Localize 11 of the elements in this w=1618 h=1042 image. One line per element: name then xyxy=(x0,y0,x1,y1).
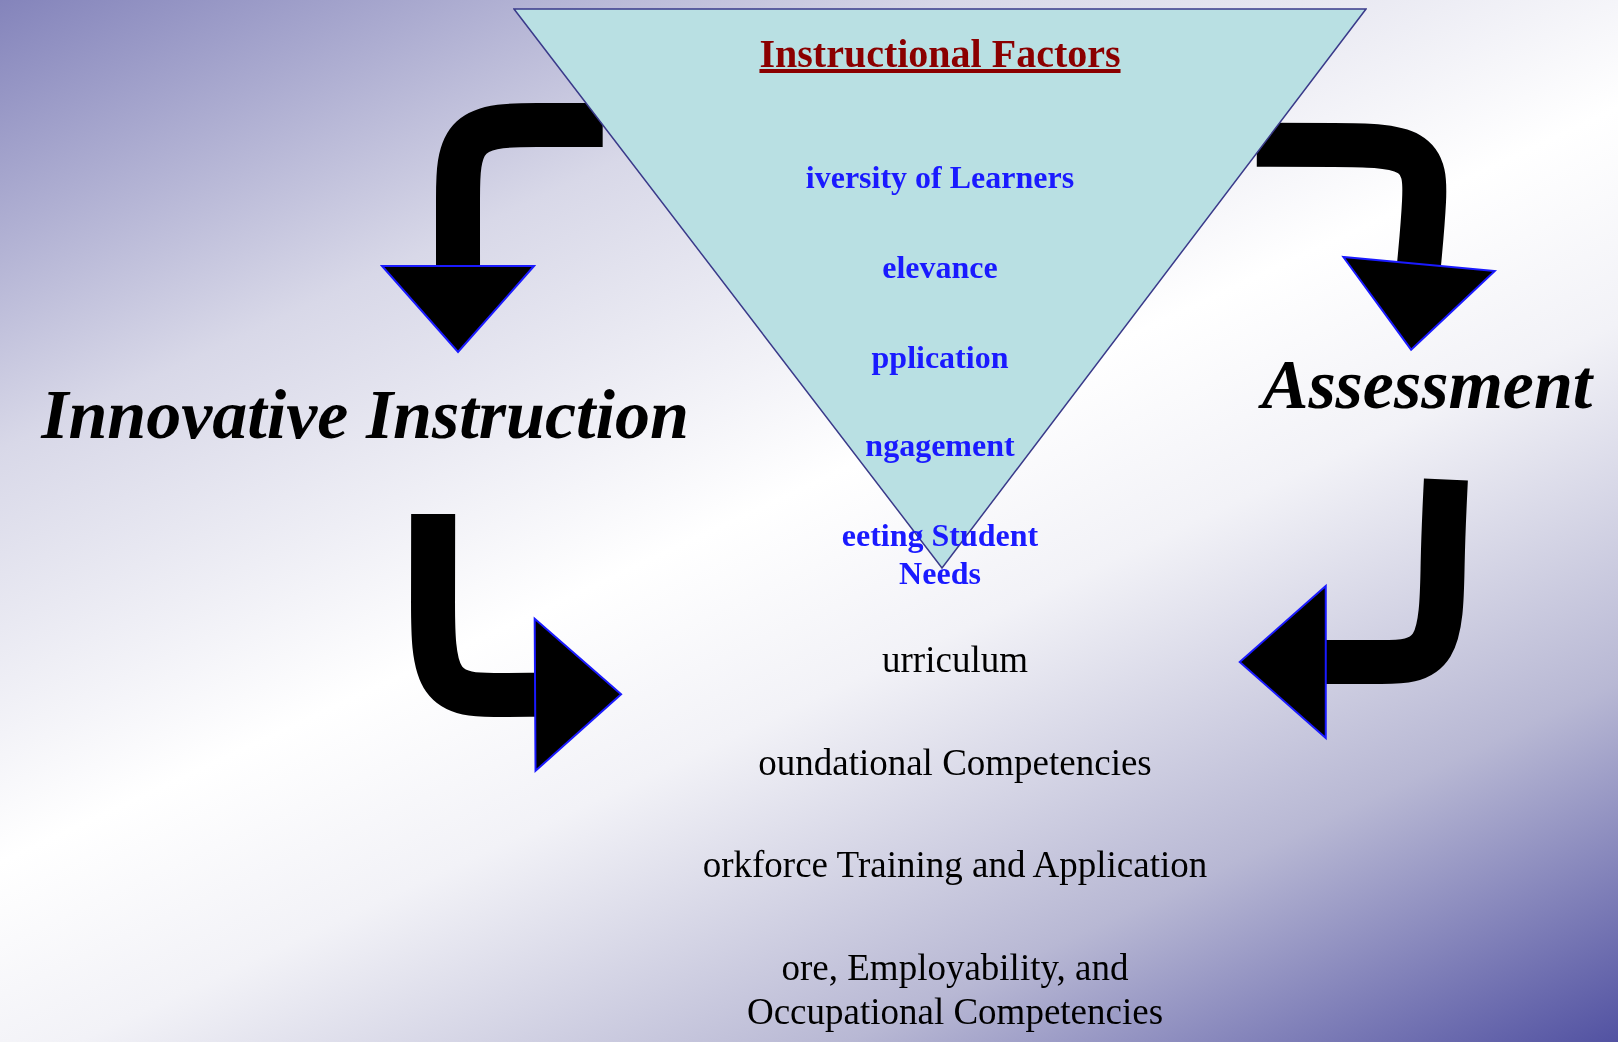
outcome-item: urriculum xyxy=(881,638,1029,682)
stage-label: Assessment xyxy=(1238,340,1616,430)
outcome-item: ore, Employability, and Occupational Competencies xyxy=(745,946,1165,1035)
factor-item: iversity of Learners xyxy=(804,158,1076,197)
heading-label: Instructional Factors xyxy=(758,30,1122,78)
factor-item: elevance xyxy=(881,248,999,287)
factor-item: ngagement xyxy=(864,426,1016,465)
outcome-item: orkforce Training and Application xyxy=(701,843,1209,887)
outcome-item: oundational Competencies xyxy=(757,741,1153,785)
factor-item: pplication xyxy=(870,338,1010,377)
stage-label: Innovative Instruction xyxy=(39,375,690,455)
